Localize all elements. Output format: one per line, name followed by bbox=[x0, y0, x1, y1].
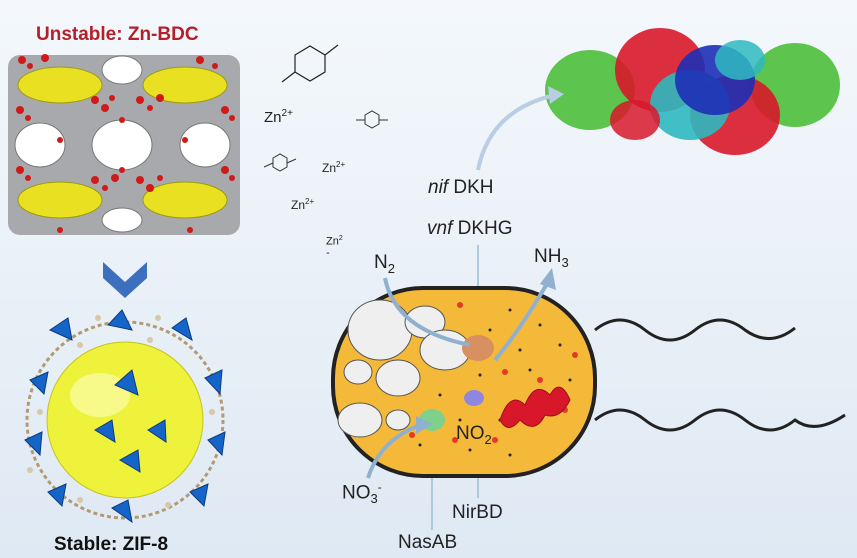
no3-label: NO3- bbox=[342, 480, 382, 507]
no3-arrow bbox=[366, 423, 421, 479]
chevron-down-icon bbox=[103, 262, 147, 298]
zif-8-title: Stable: ZIF-8 bbox=[54, 534, 169, 555]
n2-label: N2 bbox=[374, 252, 395, 276]
n2-arrow bbox=[383, 277, 471, 347]
zn-ion-3: Zn2+ bbox=[291, 197, 315, 212]
zn-ion-1: Zn2+ bbox=[264, 108, 293, 126]
zn-bdc-title: Unstable: Zn-BDC bbox=[36, 24, 199, 45]
zn-bdc-framework bbox=[8, 54, 240, 235]
nitrogenase-blob bbox=[462, 335, 494, 361]
arrow-to-protein bbox=[476, 93, 556, 171]
zif-8-structure-image bbox=[24, 309, 226, 524]
nitrogenase-protein-image bbox=[545, 28, 840, 155]
nitrite-reductase-blob bbox=[464, 390, 484, 406]
vnf-gene-label: vnf DKHG bbox=[427, 218, 513, 239]
flagellum-upper bbox=[594, 318, 796, 342]
bacterium-cell bbox=[331, 286, 597, 478]
nh3-label: NH3 bbox=[534, 246, 569, 270]
ribbon-protein bbox=[499, 386, 571, 428]
nh3-arrow bbox=[493, 280, 550, 362]
bdc-molecule-small bbox=[356, 110, 388, 129]
bdc-molecule-small-2 bbox=[263, 153, 297, 172]
nif-gene-label: nif DKH bbox=[428, 177, 494, 198]
flagellum-lower bbox=[594, 408, 846, 432]
nirbd-label: NirBD bbox=[452, 502, 503, 523]
zn-ion-4: Zn2 - bbox=[326, 235, 343, 259]
bdc-molecule-large bbox=[281, 44, 339, 83]
nasab-label: NasAB bbox=[398, 532, 458, 553]
no2-label: NO2 bbox=[456, 423, 492, 447]
zn-ion-2: Zn2+ bbox=[322, 160, 346, 175]
